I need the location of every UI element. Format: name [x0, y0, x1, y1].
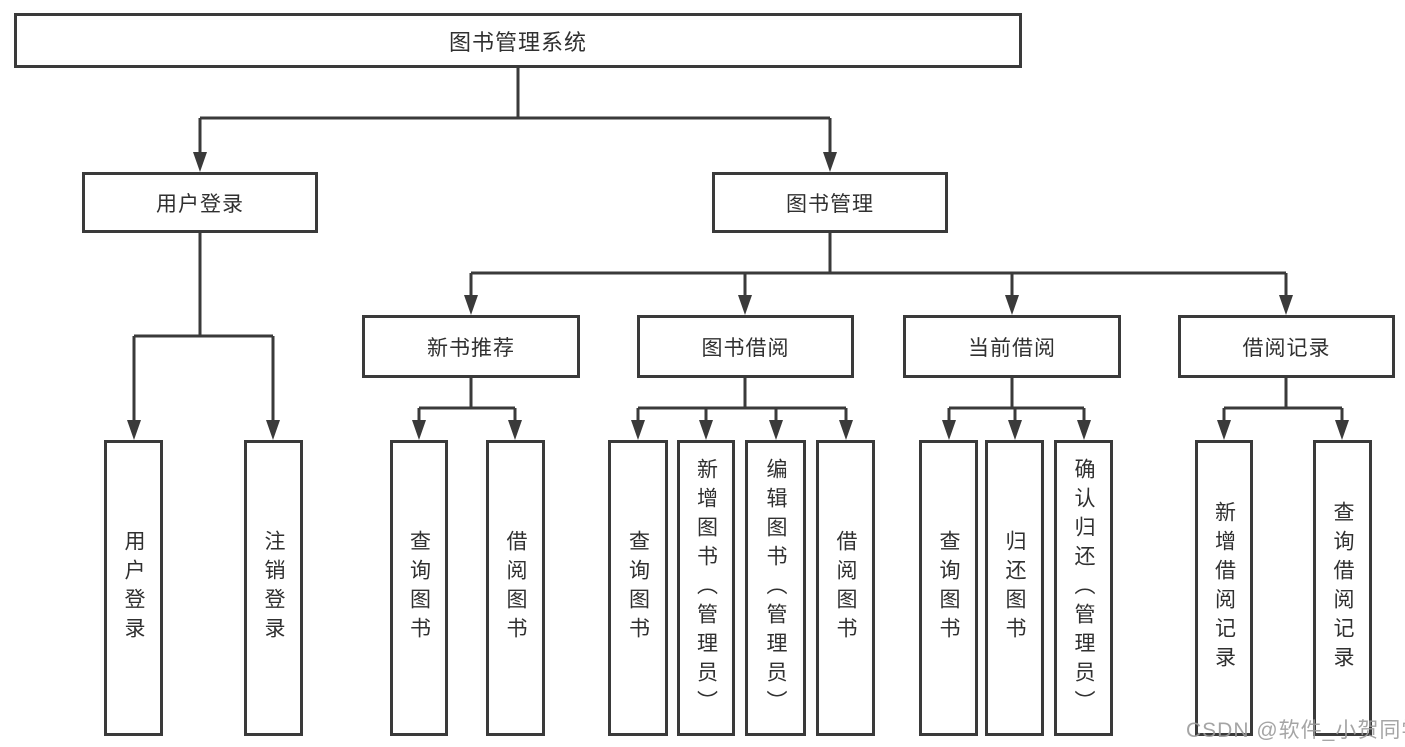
- node-label: 编辑图书（管理员）: [764, 457, 787, 719]
- node-label: 借阅记录: [1242, 336, 1331, 360]
- node-label: 归还图书: [1003, 530, 1026, 646]
- connector-book-borrow-children: [631, 378, 853, 440]
- leaf-return-books: 归还图书: [985, 440, 1044, 736]
- node-label: 查询图书: [626, 530, 650, 646]
- node-label: 图书管理系统: [448, 29, 587, 55]
- leaf-query-books-borrow: 查询图书: [608, 440, 668, 736]
- connector-book-management-children: [464, 233, 1293, 315]
- node-label: 新增借阅记录: [1212, 501, 1236, 675]
- leaf-add-borrow-record: 新增借阅记录: [1195, 440, 1253, 736]
- node-label: 图书借阅: [701, 336, 790, 360]
- leaf-query-borrow-record: 查询借阅记录: [1313, 440, 1372, 736]
- node-borrow-records: 借阅记录: [1178, 315, 1395, 378]
- connector-current-borrow-children: [942, 378, 1091, 440]
- leaf-borrow-books: 借阅图书: [816, 440, 875, 736]
- node-label: 用户登录: [122, 530, 145, 646]
- node-user-login: 用户登录: [82, 172, 318, 233]
- leaf-add-books-admin: 新增图书（管理员）: [677, 440, 735, 736]
- node-label: 注销登录: [262, 530, 285, 646]
- node-label: 借阅图书: [834, 530, 857, 646]
- leaf-borrow-books-recommend: 借阅图书: [486, 440, 545, 736]
- node-label: 用户登录: [156, 192, 244, 216]
- node-label: 查询借阅记录: [1331, 501, 1354, 675]
- node-label: 新增图书（管理员）: [694, 457, 718, 719]
- node-label: 确认归还（管理员）: [1072, 457, 1095, 719]
- node-label: 当前借阅: [968, 336, 1056, 360]
- node-label: 借阅图书: [504, 530, 527, 646]
- leaf-confirm-return-admin: 确认归还（管理员）: [1054, 440, 1113, 736]
- node-current-borrow: 当前借阅: [903, 315, 1121, 378]
- node-label: 新书推荐: [427, 336, 515, 360]
- leaf-edit-books-admin: 编辑图书（管理员）: [745, 440, 806, 736]
- connector-root-to-level2: [193, 68, 837, 172]
- node-label: 查询图书: [937, 530, 960, 646]
- leaf-query-books-current: 查询图书: [919, 440, 978, 736]
- node-root-library-system: 图书管理系统: [14, 13, 1022, 68]
- connector-user-login-children: [127, 233, 280, 440]
- node-label: 图书管理: [786, 192, 874, 216]
- node-book-management: 图书管理: [712, 172, 948, 233]
- connector-borrow-records-children: [1217, 378, 1349, 440]
- csdn-watermark: CSDN @软件_小贺同学: [1186, 719, 1405, 742]
- node-label: 查询图书: [407, 530, 431, 646]
- node-new-book-recommend: 新书推荐: [362, 315, 580, 378]
- connector-new-book-recommend-children: [412, 378, 522, 440]
- node-book-borrow: 图书借阅: [637, 315, 854, 378]
- leaf-user-login: 用户登录: [104, 440, 163, 736]
- leaf-logout-login: 注销登录: [244, 440, 303, 736]
- leaf-query-books-recommend: 查询图书: [390, 440, 448, 736]
